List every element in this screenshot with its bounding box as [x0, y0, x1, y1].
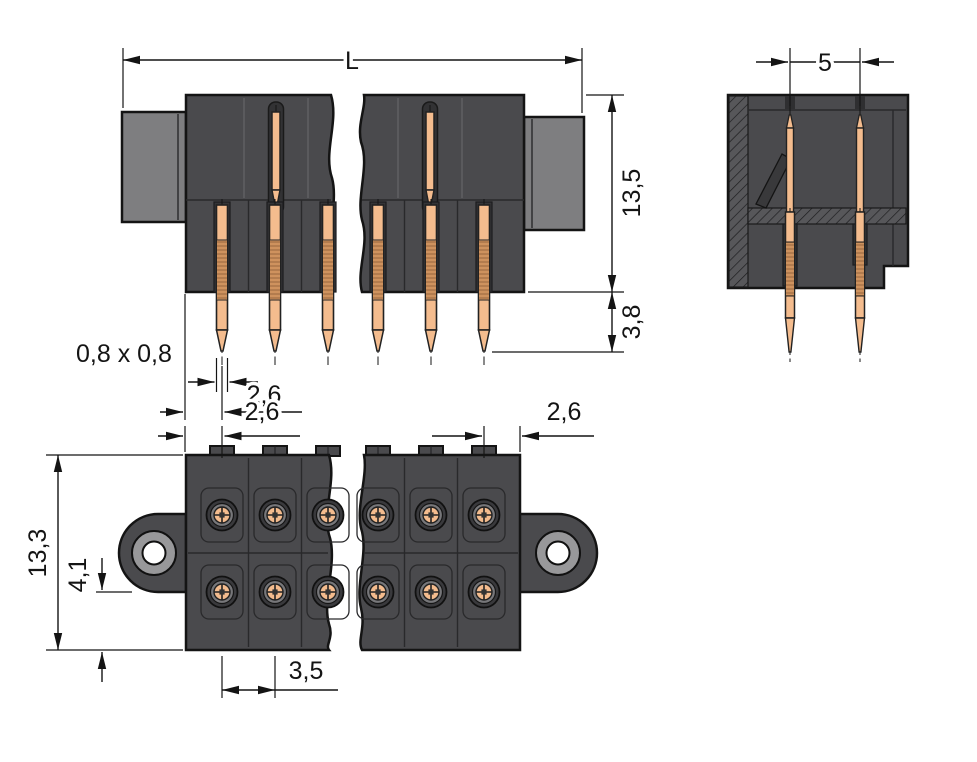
dimension-edge-to-pin-bottom-right: 2,6	[432, 395, 594, 458]
pin-end	[361, 575, 395, 609]
dim-label-overall-height: 13,3	[24, 529, 52, 578]
rear-row-pin	[425, 104, 435, 214]
solder-pin	[371, 198, 385, 366]
solder-pin	[784, 207, 796, 365]
dimension-pin-cross-section: 0,8 x 0,8	[73, 337, 258, 392]
solder-pin	[268, 198, 282, 366]
mating-pin	[785, 103, 795, 219]
front-view	[120, 93, 586, 366]
dim-label-edge-to-pin-right: 2,6	[547, 398, 582, 426]
solder-pin	[424, 198, 438, 366]
front-right-flange	[522, 115, 586, 232]
dim-label-pin-protrusion: 3,8	[618, 305, 646, 340]
dimension-row-pitch: 5	[756, 46, 894, 106]
dimension-heights: 13,5 3,8	[492, 94, 650, 353]
pin-end	[414, 575, 448, 609]
pin-end	[311, 575, 345, 609]
pin-end	[467, 498, 501, 532]
dimension-pin-pitch: 3,5	[221, 654, 338, 698]
dim-label-edge-to-pin-left: 2,6	[245, 398, 280, 426]
dim-label-row-pitch: 5	[818, 49, 832, 77]
solder-pin	[854, 207, 866, 365]
pin-end	[205, 498, 239, 532]
dimension-row-offset: 4,1	[61, 554, 132, 682]
side-body	[726, 93, 910, 290]
mating-pin	[855, 103, 865, 219]
mounting-hole	[545, 540, 571, 566]
dimension-edge-to-pin-front: 2,6	[160, 294, 302, 420]
dim-label-body-height: 13,5	[618, 169, 646, 218]
mounting-hole	[141, 540, 167, 566]
solder-pin	[477, 198, 491, 366]
rear-row-pin	[271, 104, 281, 214]
front-body-left-segment	[184, 93, 336, 294]
pin-end	[258, 498, 292, 532]
dim-label-length: L	[345, 47, 359, 75]
side-wall-section	[728, 95, 749, 288]
pin-end	[258, 575, 292, 609]
dimension-length-L: L	[122, 44, 583, 113]
pin-end	[467, 575, 501, 609]
side-shelf-section	[747, 207, 907, 225]
pin-end	[311, 498, 345, 532]
dimension-edge-to-pin-bottom-left: 2,6	[158, 395, 300, 458]
dim-label-row-offset: 4,1	[64, 558, 92, 593]
front-left-flange	[120, 110, 188, 224]
dim-label-pin-pitch: 3,5	[289, 657, 324, 685]
pin-end	[205, 575, 239, 609]
dim-label-pin-cross-section: 0,8 x 0,8	[76, 340, 172, 368]
solder-pin	[215, 198, 229, 366]
pin-end	[361, 498, 395, 532]
pin-end	[414, 498, 448, 532]
solder-pin	[321, 198, 335, 366]
bottom-view	[117, 445, 599, 652]
dimension-overall-height: 13,3	[21, 454, 183, 651]
side-view	[726, 93, 910, 365]
dim-label-edge-to-pin: 2,6	[247, 381, 282, 409]
